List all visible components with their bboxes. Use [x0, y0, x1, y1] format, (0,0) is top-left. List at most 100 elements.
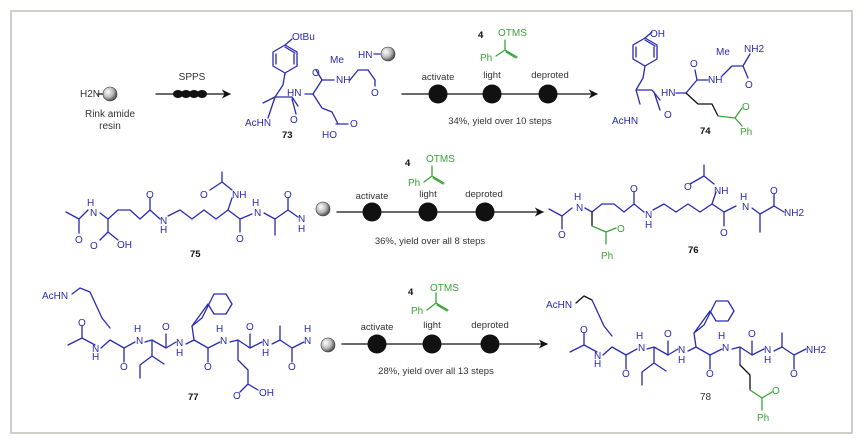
group-label: N	[722, 343, 729, 354]
group-label: O	[748, 329, 756, 340]
group-label: O	[690, 59, 698, 70]
group-label: O	[236, 234, 244, 245]
group-label: N	[304, 336, 311, 347]
rink-amide-resin: H2N Rink amide resin	[80, 86, 135, 132]
resin-bead-icon	[102, 86, 118, 102]
reagent-4-row1: 4 OTMS Ph	[478, 28, 527, 64]
group-label: N	[764, 345, 771, 356]
group-label: N	[254, 208, 261, 219]
group-label: O	[617, 224, 625, 235]
reagent-otms-label: OTMS	[426, 154, 455, 165]
group-label: O	[742, 102, 750, 113]
step-label-deprotect: deproted	[471, 320, 509, 331]
group-label: N	[298, 214, 305, 225]
group-label: H	[740, 192, 747, 203]
group-label: OH	[117, 240, 132, 251]
group-label: N	[742, 202, 749, 213]
reagent-number: 4	[405, 158, 411, 169]
reagent-number: 4	[478, 30, 484, 41]
step-label-deprotect: deproted	[465, 189, 503, 200]
yield-text-row3: 28%, yield over all 13 steps	[378, 366, 494, 377]
group-label: H	[298, 224, 305, 235]
resin-amine-label: H2N	[80, 89, 100, 100]
group-label: AcHN	[42, 291, 68, 302]
group-label: Ph	[740, 127, 752, 138]
group-label: N	[645, 210, 652, 221]
group-label: H	[92, 352, 99, 363]
group-label: O	[233, 391, 241, 402]
reagent-number: 4	[408, 287, 414, 298]
group-label: H	[304, 324, 311, 335]
group-label: H	[160, 225, 167, 236]
group-label: O	[90, 241, 98, 252]
figure-frame	[10, 10, 853, 434]
group-label: AcHN	[546, 300, 572, 311]
group-label: O	[558, 230, 566, 241]
group-label: O	[350, 119, 358, 130]
group-label: O	[580, 325, 588, 336]
resin-bead-icon	[320, 337, 336, 353]
group-label: H	[594, 359, 601, 370]
group-label: N	[678, 345, 685, 356]
group-label: N	[576, 203, 583, 214]
group-label: NH	[336, 75, 350, 86]
step-label-light: light	[483, 70, 501, 81]
step-bead-activate-icon	[362, 202, 382, 222]
group-label: N	[262, 338, 269, 349]
group-label: H	[645, 220, 652, 231]
yield-text-row2: 36%, yield over all 8 steps	[375, 236, 486, 247]
reagent-4-row2: 4 OTMS Ph	[405, 154, 455, 189]
step-bead-light-icon	[422, 334, 442, 354]
reagent-ph-label: Ph	[480, 53, 492, 64]
group-label: N	[90, 208, 97, 219]
resin-caption-2: resin	[99, 121, 121, 132]
group-label: H	[216, 324, 223, 335]
group-label: H	[636, 331, 643, 342]
group-label: HN	[358, 50, 372, 61]
compound-label-76: 76	[688, 245, 699, 256]
group-label: Me	[330, 55, 344, 66]
group-label: NH2	[744, 44, 764, 55]
step-label-activate: activate	[361, 322, 394, 333]
group-label: O	[120, 362, 128, 373]
amino-acid-bead-icon	[197, 90, 207, 98]
group-label: AcHN	[612, 116, 638, 127]
group-label: O	[622, 369, 630, 380]
group-label: N	[160, 216, 167, 227]
group-label: H	[574, 192, 581, 203]
step-bead-activate-icon	[367, 334, 387, 354]
step-bead-light-icon	[418, 202, 438, 222]
spps-arrow: SPPS	[155, 72, 231, 99]
group-label: O	[312, 68, 320, 79]
group-label: H	[262, 348, 269, 359]
group-label: H	[134, 324, 141, 335]
group-label: O	[684, 182, 692, 193]
amino-acid-bead-icon	[181, 90, 191, 98]
group-label: H	[87, 198, 94, 209]
step-label-light: light	[419, 189, 437, 200]
step-label-light: light	[423, 320, 441, 331]
resin-caption-1: Rink amide	[85, 109, 135, 120]
reagent-ph-label: Ph	[408, 178, 420, 189]
step-bead-light-icon	[482, 84, 502, 104]
step-label-activate: activate	[356, 191, 389, 202]
group-label: O	[246, 322, 254, 333]
group-label: N	[638, 343, 645, 354]
compound-label-73: 73	[282, 130, 293, 141]
group-label: O	[288, 362, 296, 373]
group-label: H	[252, 198, 259, 209]
group-label: HO	[322, 130, 337, 141]
step-bead-activate-icon	[428, 84, 448, 104]
group-label: N	[220, 336, 227, 347]
step-bead-deprotect-icon	[475, 202, 495, 222]
compound-73-structure: OtBu AcHN O HN HO O O NH Me O HN 73	[245, 32, 396, 141]
group-label: OH	[650, 29, 665, 40]
group-label: Ph	[757, 413, 769, 424]
step-bead-deprotect-icon	[538, 84, 558, 104]
three-step-arrow-row1: activate light deproted 34%, yield over …	[401, 70, 598, 127]
group-label: Me	[716, 47, 730, 58]
group-label: O	[75, 235, 83, 246]
group-label: O	[772, 386, 780, 397]
step-bead-deprotect-icon	[480, 334, 500, 354]
